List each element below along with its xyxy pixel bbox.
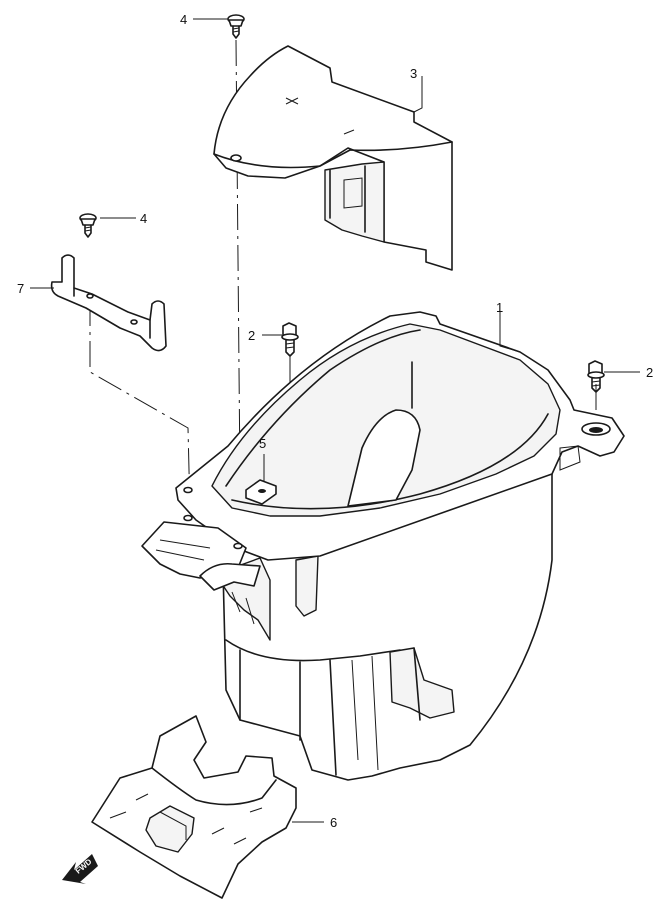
callout-5: 5: [259, 436, 266, 451]
fwd-direction-arrow: FWD: [62, 854, 98, 884]
callout-7: 7: [17, 281, 24, 296]
bolt-part-2-right: [587, 360, 605, 393]
callout-4-left: 4: [140, 211, 147, 226]
callout-1: 1: [496, 300, 503, 315]
part-6-bottom-shield: [91, 715, 297, 899]
callout-2-right: 2: [646, 365, 653, 380]
part-5-clip-nut: [245, 479, 277, 505]
part-3-upper-cover: [213, 45, 453, 271]
screw-part-4-left: [79, 213, 97, 238]
callout-4-top: 4: [180, 12, 187, 27]
callout-2-center: 2: [248, 328, 255, 343]
bolt-part-2-center: [281, 322, 299, 357]
screw-part-4-top: [227, 14, 245, 39]
callout-numbers: 4 3 4 7 1 2 2 5 6: [17, 12, 653, 830]
callout-6: 6: [330, 815, 337, 830]
leader-lines: [30, 18, 640, 823]
part-7-bracket: [50, 254, 167, 352]
callout-3: 3: [410, 66, 417, 81]
part-1-storage-box: [141, 311, 625, 781]
